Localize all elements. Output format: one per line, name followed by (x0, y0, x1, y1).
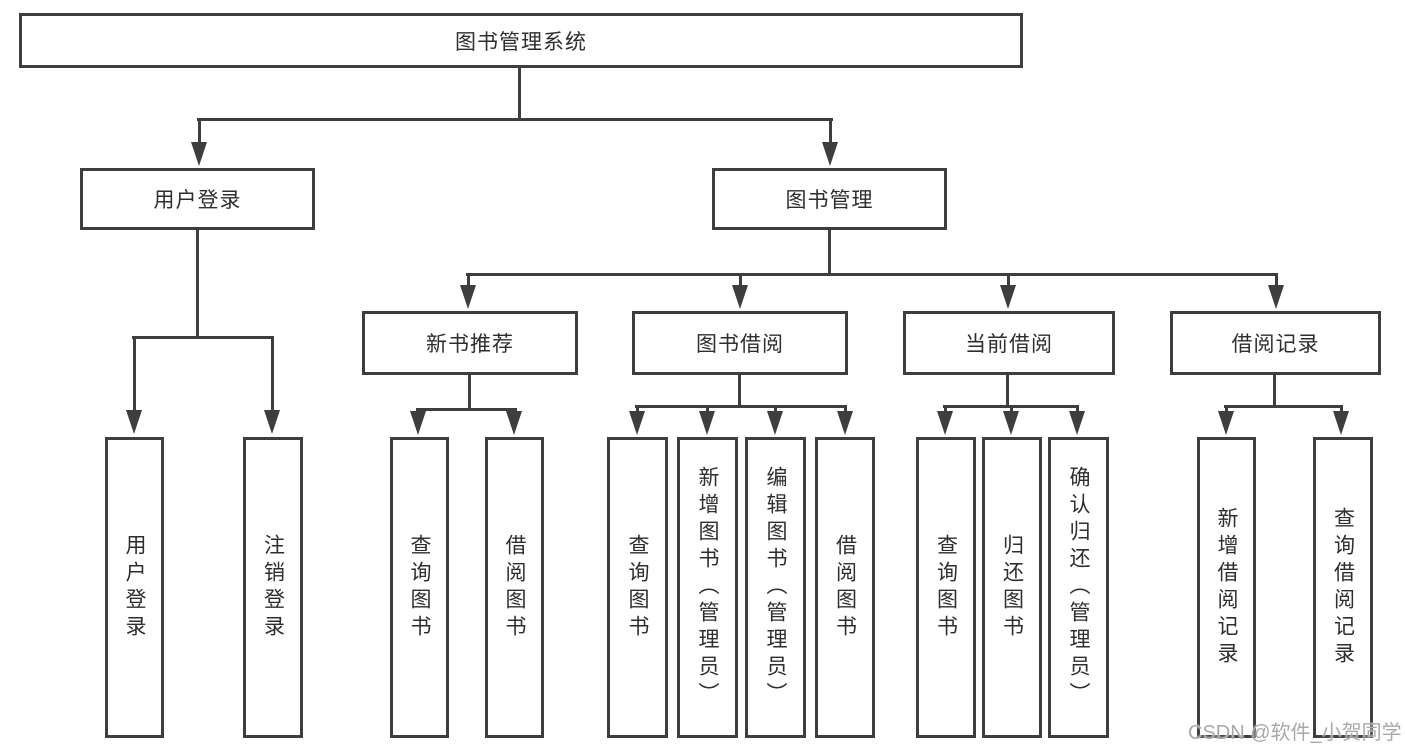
arrow-to-book-borrowing (732, 276, 749, 309)
node-book-management-label: 图书管理 (785, 189, 874, 212)
leaf-user-login: 用户登录 (105, 437, 164, 738)
node-new-book-recommend-label: 新书推荐 (426, 333, 514, 356)
arrow-to-leaf-edit-book (767, 408, 784, 435)
leaf-logout-label: 注销登录 (261, 533, 285, 642)
arrow-to-leaf-add-record (1218, 408, 1235, 435)
arrow-to-leaf-query-book-3 (937, 408, 954, 435)
node-book-borrowing-label: 图书借阅 (696, 333, 784, 356)
arrow-to-leaf-add-book (699, 408, 716, 435)
leaf-query-book-current: 查询图书 (916, 437, 976, 738)
leaf-return-book: 归还图书 (982, 437, 1042, 738)
leaf-confirm-return-admin-label: 确认归还（管理员） (1067, 466, 1090, 709)
leaf-add-borrow-record-label: 新增借阅记录 (1215, 506, 1238, 669)
connector-user-login-trunk (196, 230, 199, 339)
leaf-borrow-book-recommend: 借阅图书 (485, 437, 544, 738)
arrow-to-leaf-user-login (126, 339, 143, 434)
arrow-to-book-management (822, 121, 839, 166)
arrow-to-leaf-confirm-return (1069, 408, 1086, 435)
arrow-to-new-book-recommend (460, 276, 477, 309)
node-new-book-recommend: 新书推荐 (362, 311, 578, 375)
leaf-query-book-borrowing: 查询图书 (607, 437, 668, 738)
leaf-query-book-borrowing-label: 查询图书 (626, 533, 649, 642)
leaf-query-book-current-label: 查询图书 (934, 533, 958, 642)
node-current-borrowing-label: 当前借阅 (965, 333, 1053, 356)
node-book-borrowing: 图书借阅 (632, 311, 848, 375)
connector-user-login-hbar (132, 336, 274, 339)
arrow-to-leaf-borrow-book-2 (837, 408, 854, 435)
leaf-borrow-book-borrowing-label: 借阅图书 (833, 533, 857, 642)
arrow-to-leaf-query-record (1333, 408, 1350, 435)
leaf-borrow-book-recommend-label: 借阅图书 (503, 533, 526, 642)
connector-current-borrowing-hbar (943, 405, 1079, 408)
leaf-query-borrow-record: 查询借阅记录 (1313, 437, 1373, 738)
arrow-to-leaf-query-book-1 (410, 411, 427, 435)
watermark: CSDN @软件_小贺同学 (1188, 722, 1402, 744)
connector-new-book-trunk (468, 375, 471, 411)
leaf-add-book-admin-label: 新增图书（管理员） (696, 466, 719, 709)
arrow-to-leaf-borrow-book-1 (506, 411, 523, 435)
arrow-to-user-login (191, 121, 208, 166)
node-root-label: 图书管理系统 (455, 30, 587, 54)
leaf-query-borrow-record-label: 查询借阅记录 (1331, 506, 1355, 669)
node-borrowing-records-label: 借阅记录 (1231, 333, 1320, 356)
arrow-to-leaf-return-book (1003, 408, 1020, 435)
node-user-login-label: 用户登录 (153, 189, 242, 212)
leaf-add-borrow-record: 新增借阅记录 (1197, 437, 1256, 738)
connector-borrowing-records-hbar (1224, 405, 1343, 408)
connector-current-borrowing-trunk (1006, 375, 1009, 408)
connector-book-borrowing-hbar (635, 405, 847, 408)
connector-borrowing-records-trunk (1273, 375, 1276, 408)
arrow-to-leaf-logout (264, 339, 281, 434)
leaf-confirm-return-admin: 确认归还（管理员） (1048, 437, 1109, 738)
leaf-add-book-admin: 新增图书（管理员） (677, 437, 738, 738)
leaf-edit-book-admin: 编辑图书（管理员） (745, 437, 806, 738)
connector-book-management-hbar (466, 273, 1278, 276)
node-current-borrowing: 当前借阅 (903, 311, 1115, 375)
leaf-edit-book-admin-label: 编辑图书（管理员） (764, 466, 787, 709)
node-root-library-system: 图书管理系统 (19, 13, 1023, 68)
connector-root-trunk (518, 68, 521, 121)
leaf-return-book-label: 归还图书 (1000, 533, 1024, 642)
connector-book-management-trunk (828, 230, 831, 276)
leaf-user-login-label: 用户登录 (123, 533, 146, 642)
leaf-query-book-recommend-label: 查询图书 (408, 533, 431, 642)
connector-book-borrowing-trunk (738, 375, 741, 408)
arrow-to-borrowing-records (1268, 276, 1285, 309)
leaf-borrow-book-borrowing: 借阅图书 (815, 437, 875, 738)
node-book-management: 图书管理 (712, 168, 947, 230)
arrow-to-current-borrowing (1000, 276, 1017, 309)
connector-root-hbar (197, 118, 833, 121)
connector-new-book-hbar (416, 408, 517, 411)
leaf-query-book-recommend: 查询图书 (390, 437, 449, 738)
node-borrowing-records: 借阅记录 (1170, 311, 1381, 375)
leaf-logout: 注销登录 (243, 437, 303, 738)
node-user-login: 用户登录 (80, 168, 315, 230)
arrow-to-leaf-query-book-2 (629, 408, 646, 435)
